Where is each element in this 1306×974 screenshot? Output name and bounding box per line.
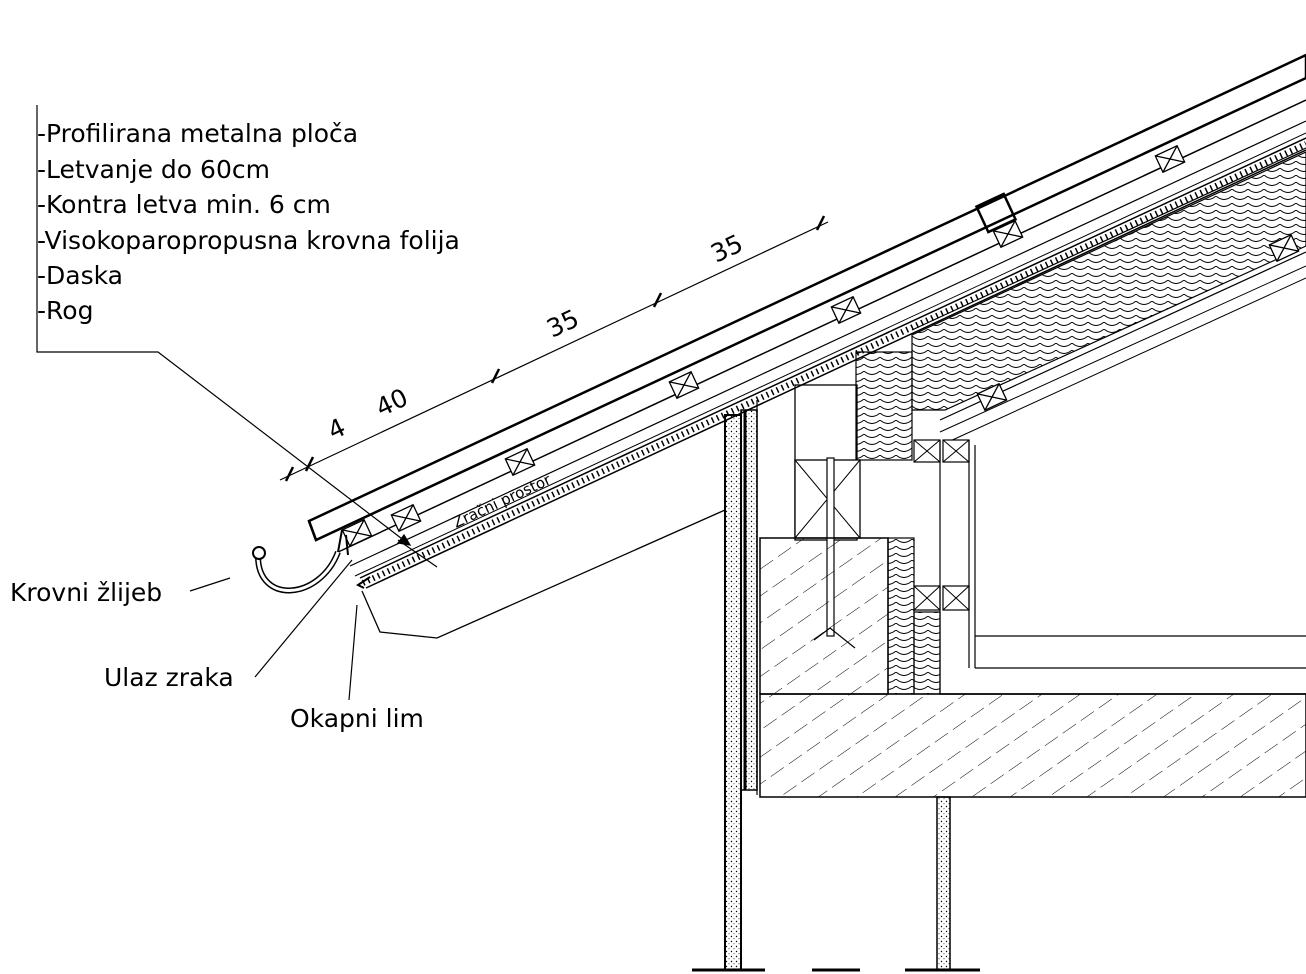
dimension-label: 40 (371, 383, 412, 423)
drip-edge-label: Okapni lim (290, 704, 424, 733)
board-bottom (365, 149, 1306, 589)
wall-structure (692, 384, 1306, 972)
counter-batten-top (349, 120, 1306, 567)
roof-layers (307, 53, 1306, 639)
dimension-label: 4 (323, 412, 350, 445)
gutter-label: Krovni žlijeb (10, 578, 162, 607)
batten-blocks (341, 144, 1186, 548)
batten-line-top (315, 77, 1306, 541)
dimension-line (279, 221, 829, 481)
layer-list: -Profilirana metalna ploča -Letvanje do … (37, 119, 460, 325)
layer-item: -Kontra letva min. 6 cm (37, 190, 331, 219)
leader-lines (36, 105, 829, 701)
layer-item: -Visokoparopropusna krovna folija (37, 226, 460, 255)
wall-insulation (740, 409, 758, 791)
layer-item: -Letvanje do 60cm (37, 155, 270, 184)
outer-wall (724, 414, 742, 971)
gutter-drawing (252, 529, 371, 594)
layer-item: -Daska (37, 261, 123, 290)
ring-beam (759, 537, 889, 695)
board-top (359, 137, 1306, 579)
air-inlet-label: Ulaz zraka (104, 663, 234, 692)
layer-item: -Rog (37, 296, 93, 325)
soffit-line (361, 509, 726, 639)
inner-wall (936, 796, 951, 971)
drip-edge-leader (348, 604, 358, 701)
layer-item: -Profilirana metalna ploča (37, 119, 358, 148)
sheet-end (307, 520, 318, 541)
layers-leader (36, 105, 411, 546)
batten-line-bottom (335, 99, 1306, 554)
roof-insulation (855, 147, 1306, 461)
floor-slab (759, 693, 1306, 798)
dimension-ticks (284, 215, 826, 482)
air-inlet-leader (254, 559, 353, 678)
wall-top-insulation (855, 351, 913, 461)
foil-line (354, 132, 1306, 577)
dimension-label: 35 (542, 304, 583, 344)
gutter-leader (189, 577, 231, 592)
